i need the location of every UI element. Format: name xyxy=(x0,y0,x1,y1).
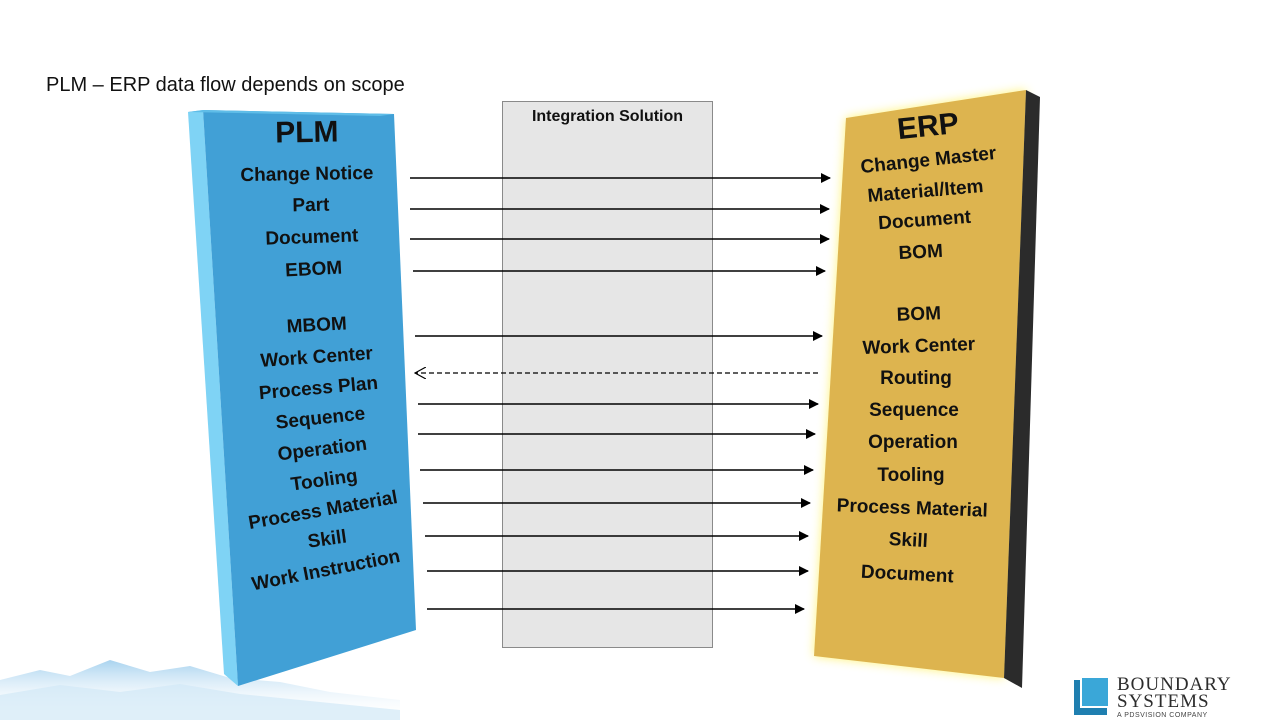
erp-item: Tooling xyxy=(877,465,944,486)
plm-item: EBOM xyxy=(285,258,343,282)
erp-panel-face xyxy=(814,90,1026,678)
erp-title: ERP xyxy=(896,107,961,146)
logo-square-icon-front xyxy=(1080,676,1110,708)
erp-item: BOM xyxy=(898,241,943,264)
erp-item: BOM xyxy=(896,303,941,326)
erp-item: Routing xyxy=(880,368,952,389)
plm-panel-face xyxy=(203,110,416,686)
plm-panel-side xyxy=(188,110,238,686)
plm-title: PLM xyxy=(275,115,339,149)
logo-text-line2: SYSTEMS xyxy=(1117,691,1210,712)
erp-item: Document xyxy=(860,562,955,588)
erp-panel-side xyxy=(1004,90,1040,688)
plm-panel-top xyxy=(188,110,394,116)
mountain-decoration xyxy=(0,660,400,720)
plm-item: Part xyxy=(292,195,330,217)
erp-item: Work Center xyxy=(862,334,976,359)
plm-item: Document xyxy=(265,225,359,249)
flow-arrows xyxy=(410,173,831,614)
erp-item: Sequence xyxy=(869,400,959,421)
slide-title: PLM – ERP data flow depends on scope xyxy=(46,74,405,96)
boundary-systems-logo: BOUNDARY SYSTEMS A PDSVISION COMPANY xyxy=(1072,674,1272,720)
erp-item: Skill xyxy=(888,529,928,552)
plm-item: Change Notice xyxy=(240,163,373,186)
logo-text-line1: BOUNDARY xyxy=(1117,674,1232,695)
integration-solution-label: Integration Solution xyxy=(531,108,684,125)
plm-item: MBOM xyxy=(286,313,347,337)
erp-item: Operation xyxy=(868,432,958,453)
logo-subtitle: A PDSVISION COMPANY xyxy=(1117,712,1208,719)
